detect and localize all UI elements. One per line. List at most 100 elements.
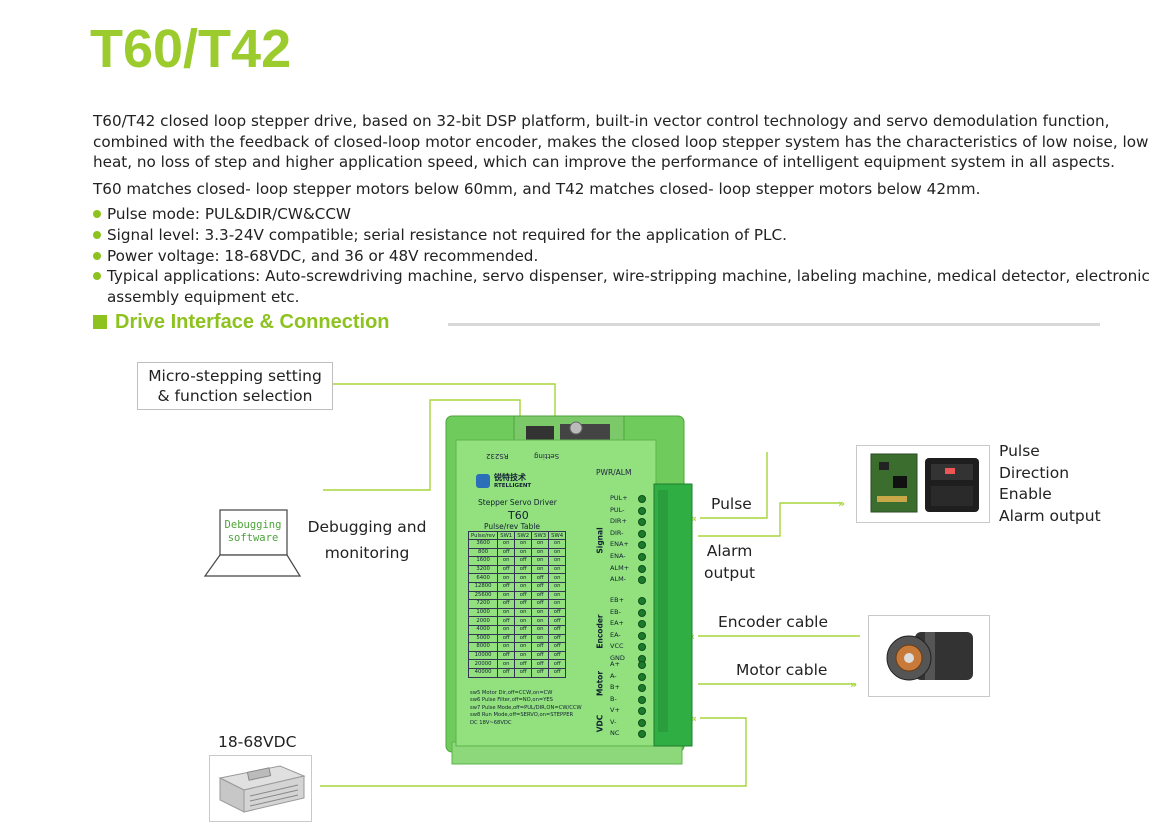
terminal-screw-icon [638, 718, 646, 727]
terminal-screw-icon [638, 518, 646, 527]
page-title: T60/T42 [90, 19, 292, 79]
table-title: Pulse/rev Table [484, 522, 541, 531]
pin-group-label: Signal [595, 527, 605, 555]
feature-list: Pulse mode: PUL&DIR/CW&CCW Signal level:… [93, 204, 1153, 308]
bullet-icon [93, 210, 101, 218]
pin-label: DIR+ [610, 517, 627, 526]
table-cell: on [514, 650, 533, 661]
pin-label: B- [610, 694, 617, 703]
pulse-label: Pulse [711, 495, 752, 513]
model-name: T60 [508, 509, 529, 522]
rs232-label: RS232 [486, 452, 509, 460]
list-item: Typical applications: Auto-screwdriving … [93, 266, 1153, 308]
debug-label: Debugging and monitoring [307, 518, 427, 562]
table-cell: 7200 [467, 599, 499, 609]
terminal-screw-icon [638, 672, 646, 681]
terminal-screw-icon [638, 564, 646, 573]
table-cell: off [497, 633, 516, 644]
table-cell: off [497, 616, 516, 626]
table-cell: off [531, 581, 550, 592]
compatibility-paragraph: T60 matches closed- loop stepper motors … [93, 180, 981, 198]
table-cell: 12800 [467, 581, 499, 592]
table-cell: on [548, 556, 567, 566]
drive-face: Setting RS232 PWR/ALM 锐特技术 RTELLIGENT St… [456, 412, 708, 768]
table-cell: off [531, 590, 550, 601]
power-supply-icon [218, 765, 306, 813]
terminal-screw-icon [638, 643, 646, 652]
pin-label: EB+ [610, 596, 625, 604]
table-cell: on [548, 581, 567, 592]
product-name: Stepper Servo Driver [478, 498, 557, 507]
table-cell: on [497, 590, 516, 601]
bullet-icon [93, 230, 101, 239]
terminal-screw-icon [638, 597, 646, 605]
pin-label: VCC [610, 642, 624, 651]
table-cell: 800 [467, 547, 499, 558]
terminal-screw-icon [638, 695, 646, 704]
table-cell: off [497, 650, 516, 661]
controller-signal: Alarm output [999, 507, 1101, 526]
pin-label: GND [610, 654, 625, 662]
table-cell: off [548, 624, 567, 635]
pin-label: EA- [610, 630, 621, 639]
table-cell: on [548, 564, 567, 575]
pin-label: PUL- [610, 505, 625, 514]
table-cell: on [497, 624, 516, 635]
section-heading: Drive Interface & Connection [93, 311, 390, 334]
terminal-screw-icon [638, 541, 646, 550]
table-cell: off [548, 667, 567, 678]
table-cell: on [514, 642, 533, 652]
encoder-label: Encoder cable [718, 613, 828, 631]
table-cell: on [497, 573, 516, 583]
table-cell: off [548, 607, 567, 618]
table-header-cell: SW1 [497, 531, 516, 540]
table-cell: off [497, 581, 516, 592]
controller-signal: Enable [999, 485, 1052, 504]
table-cell: on [531, 624, 550, 635]
table-cell: on [531, 607, 550, 618]
table-cell: on [548, 547, 567, 558]
table-cell: off [548, 633, 567, 644]
table-cell: on [531, 633, 550, 644]
table-cell: off [497, 599, 516, 609]
dip-note: sw6 Pulse Filter,off=NO,on=YES [470, 697, 553, 704]
laptop-icon [203, 509, 302, 577]
list-item: Signal level: 3.3-24V compatible; serial… [93, 225, 1153, 246]
square-icon [93, 315, 107, 329]
table-cell: off [531, 659, 550, 669]
table-cell: off [548, 642, 567, 652]
controller-signal: Pulse [999, 442, 1040, 460]
controller-board-icon [870, 453, 979, 513]
terminal-screw-icon [638, 608, 646, 617]
motor-arrow-icon: » [850, 678, 857, 691]
pin-label: NC [610, 729, 620, 738]
table-cell: on [514, 539, 533, 549]
pin-label: V+ [610, 706, 620, 714]
psu-label: 18-68VDC [218, 733, 297, 751]
intro-paragraph: T60/T42 closed loop stepper drive, based… [93, 112, 1149, 171]
power-arrow-icon: « [690, 712, 697, 725]
power-supply-image [209, 755, 312, 822]
table-cell: off [497, 667, 516, 678]
table-cell: 20000 [467, 659, 499, 669]
dip-note: DC 18V~68VDC [470, 719, 512, 726]
terminal-screw-icon [638, 506, 646, 515]
table-cell: on [497, 607, 516, 618]
pin-label: A- [610, 671, 617, 680]
table-cell: off [548, 659, 567, 669]
bullet-icon [93, 251, 101, 260]
table-cell: off [514, 564, 533, 575]
